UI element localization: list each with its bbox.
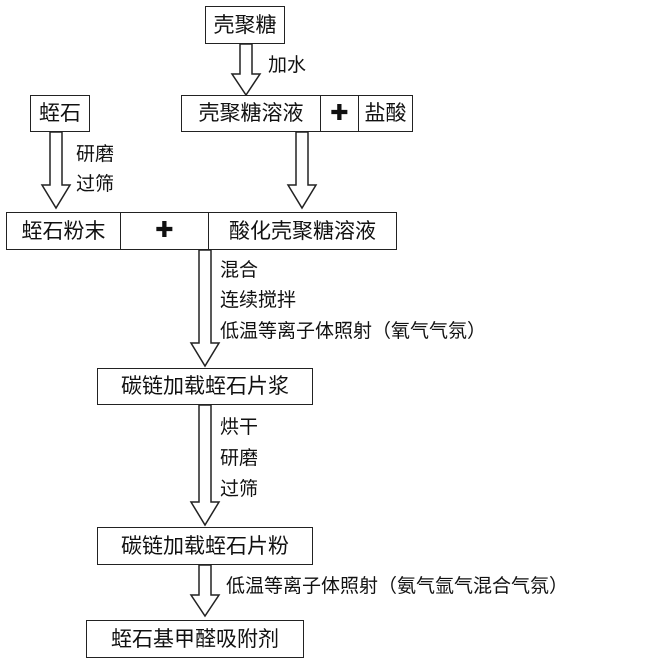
step-sieve: 过筛: [76, 169, 114, 199]
node-carbon-chain-powder-label: 碳链加载蛭石片粉: [121, 536, 289, 557]
node-chitosan-solution-plus-hcl: 壳聚糖溶液 ✚ 盐酸: [181, 95, 413, 132]
node-chitosan: 壳聚糖: [205, 6, 285, 44]
node-acidified-chitosan-solution: 酸化壳聚糖溶液: [208, 213, 396, 249]
step-plasma-ammonia-argon: 低温等离子体照射（氨气氩气混合气氛）: [226, 571, 568, 601]
node-acidified-chitosan-solution-label: 酸化壳聚糖溶液: [229, 221, 376, 242]
node-vermiculite-powder-label: 蛭石粉末: [22, 221, 106, 242]
node-carbon-chain-slurry: 碳链加载蛭石片浆: [97, 368, 313, 405]
arrow-powder-to-adsorbent: [191, 565, 219, 616]
node-hydrochloric-acid: 盐酸: [358, 96, 412, 131]
step-grind: 研磨: [76, 139, 114, 169]
node-chitosan-solution-label: 壳聚糖溶液: [199, 103, 304, 124]
node-powder-plus-acidified: 蛭石粉末 ✚ 酸化壳聚糖溶液: [6, 212, 397, 250]
plus-icon: ✚: [120, 213, 208, 249]
node-vermiculite: 蛭石: [30, 95, 90, 132]
arrow-slurry-to-powder: [191, 405, 219, 525]
arrow-vermiculite-to-powder: [42, 132, 70, 208]
step-stir: 连续搅拌: [220, 285, 296, 315]
node-final-adsorbent: 蛭石基甲醛吸附剂: [86, 620, 304, 658]
arrow-mix-to-slurry: [191, 250, 219, 366]
step-mix: 混合: [220, 255, 258, 285]
step-grind-2: 研磨: [220, 443, 258, 473]
node-vermiculite-label: 蛭石: [39, 103, 81, 124]
node-vermiculite-powder: 蛭石粉末: [7, 213, 120, 249]
node-hydrochloric-acid-label: 盐酸: [365, 103, 407, 124]
step-plasma-oxygen: 低温等离子体照射（氧气气氛）: [220, 316, 486, 346]
step-add-water: 加水: [268, 50, 306, 80]
arrow-solution-to-acidified: [288, 132, 316, 208]
node-carbon-chain-powder: 碳链加载蛭石片粉: [97, 527, 313, 565]
node-final-adsorbent-label: 蛭石基甲醛吸附剂: [111, 629, 279, 650]
node-chitosan-solution: 壳聚糖溶液: [182, 96, 320, 131]
node-carbon-chain-slurry-label: 碳链加载蛭石片浆: [121, 376, 289, 397]
arrow-chitosan-to-solution: [232, 44, 260, 95]
step-sieve-2: 过筛: [220, 474, 258, 504]
node-chitosan-label: 壳聚糖: [214, 15, 277, 36]
plus-icon: ✚: [320, 96, 358, 131]
step-dry: 烘干: [220, 412, 258, 442]
